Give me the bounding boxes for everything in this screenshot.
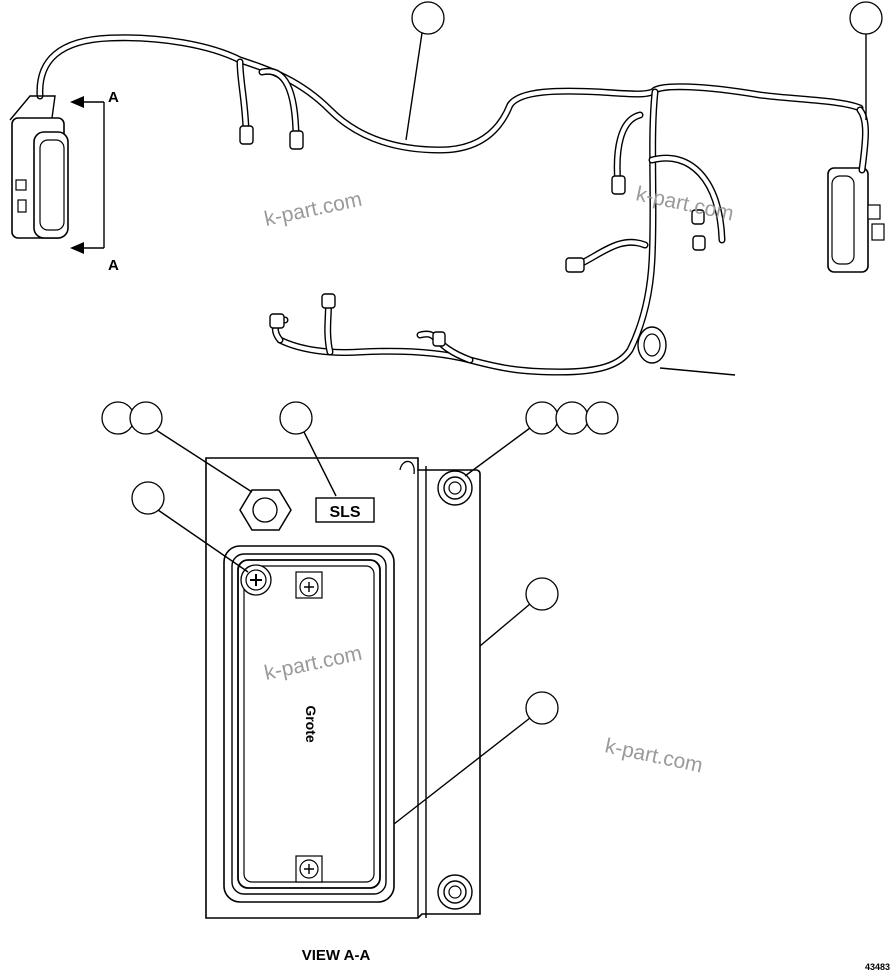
section-arrows: A A: [70, 89, 119, 274]
view-caption: VIEW A-A: [302, 947, 371, 964]
callout-balloon: [585, 401, 619, 435]
callout-balloon: [555, 401, 589, 435]
part-number: 43483: [865, 962, 890, 972]
watermark: k-part.com: [634, 182, 736, 225]
callout-balloon: [525, 691, 559, 725]
callout-balloon: [525, 577, 559, 611]
callout-balloon: [129, 401, 163, 435]
left-lamp-assembly: [9, 95, 69, 239]
phillips-screw: [240, 564, 272, 596]
lens-screw-bottom: [295, 855, 323, 883]
watermark: k-part.com: [262, 188, 364, 231]
view-callouts: [101, 401, 619, 825]
section-label-bottom: A: [108, 257, 119, 274]
lens-screw-top: [295, 571, 323, 599]
callout-balloon: [849, 1, 883, 35]
wiring-harness: [36, 34, 864, 376]
callout-balloon: [525, 401, 559, 435]
callout-balloon: [101, 401, 135, 435]
view-a-a: SLS Grote: [205, 457, 481, 919]
lens-brand-logo: Grote: [303, 705, 319, 743]
callout-balloon: [131, 481, 165, 515]
callout-balloon: [411, 1, 445, 35]
callout-balloon: [279, 401, 313, 435]
right-lamp-assembly: [827, 106, 885, 273]
sls-label: SLS: [329, 504, 360, 521]
top-callouts: [405, 1, 883, 141]
watermark: k-part.com: [603, 734, 705, 777]
section-label-top: A: [108, 89, 119, 106]
